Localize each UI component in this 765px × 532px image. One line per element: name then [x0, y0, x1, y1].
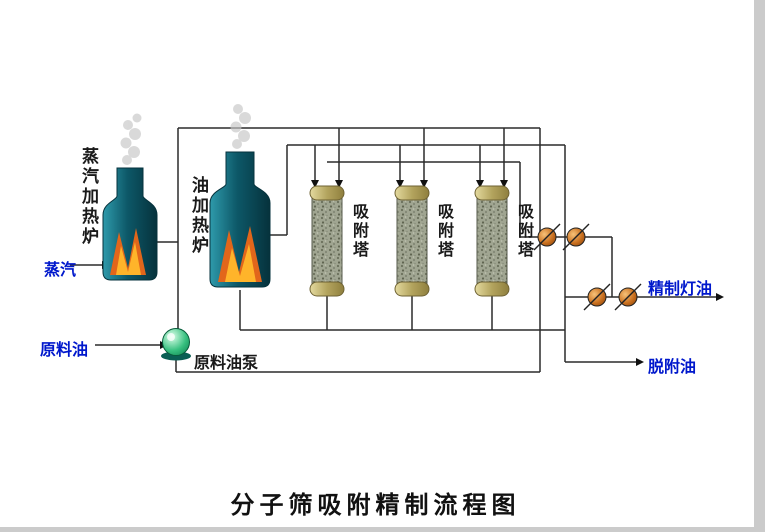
- tower-bottom-cap: [309, 281, 345, 297]
- valve-stem: [614, 283, 642, 311]
- tower-label: 吸附塔: [350, 203, 367, 260]
- desorbed-oil-label: 脱附油: [648, 359, 697, 376]
- valve-stem: [533, 223, 561, 251]
- tower-body: [476, 196, 508, 286]
- furnace-body: [209, 151, 271, 288]
- adsorption-tower-1: [309, 185, 345, 297]
- flow-arrow: [311, 180, 319, 188]
- flow-arrow: [335, 180, 343, 188]
- tower-bottom-cap: [394, 281, 430, 297]
- pump-body: [162, 328, 190, 356]
- tower-body: [311, 196, 343, 286]
- tower-top-cap: [394, 185, 430, 201]
- pipe-network: [70, 127, 716, 373]
- oil-heating-furnace: [209, 104, 271, 288]
- flow-arrow: [420, 180, 428, 188]
- steam-stream-label: 蒸汽: [44, 262, 77, 279]
- valve-3: [583, 283, 611, 311]
- flow-arrow: [476, 180, 484, 188]
- tower-top-cap: [474, 185, 510, 201]
- valve-stem: [562, 223, 590, 251]
- adsorption-tower-3: [474, 185, 510, 297]
- adsorption-tower-2: [394, 185, 430, 297]
- pump-label: 原料油泵: [194, 355, 259, 372]
- page-edge-bottom: [0, 527, 765, 532]
- pump-highlight: [167, 333, 175, 341]
- flow-arrow: [500, 180, 508, 188]
- valve-stem: [583, 283, 611, 311]
- steam-furnace-label: 蒸汽加热炉: [79, 147, 98, 247]
- smoke: [230, 104, 251, 149]
- valve-2: [562, 223, 590, 251]
- raw-oil-pump: [161, 328, 191, 361]
- oil-furnace-label: 油加热炉: [189, 176, 208, 256]
- flow-arrow: [636, 358, 644, 366]
- tower-label: 吸附塔: [435, 203, 452, 260]
- tower-label: 吸附塔: [515, 203, 532, 260]
- refined-lamp-oil-label: 精制灯油: [648, 281, 713, 298]
- flame-inner-icon: [225, 244, 256, 282]
- raw-oil-stream-label: 原料油: [40, 342, 89, 359]
- valve-1: [533, 223, 561, 251]
- flow-arrow: [716, 293, 724, 301]
- page-edge-right: [754, 0, 765, 532]
- diagram-title: 分子筛吸附精制流程图: [230, 493, 521, 519]
- tower-top-cap: [309, 185, 345, 201]
- valve-4: [614, 283, 642, 311]
- smoke: [120, 113, 142, 165]
- flame-inner-icon: [116, 242, 141, 275]
- tower-bottom-cap: [474, 281, 510, 297]
- tower-body: [396, 196, 428, 286]
- steam-heating-furnace: [102, 113, 158, 281]
- flow-arrow: [396, 180, 404, 188]
